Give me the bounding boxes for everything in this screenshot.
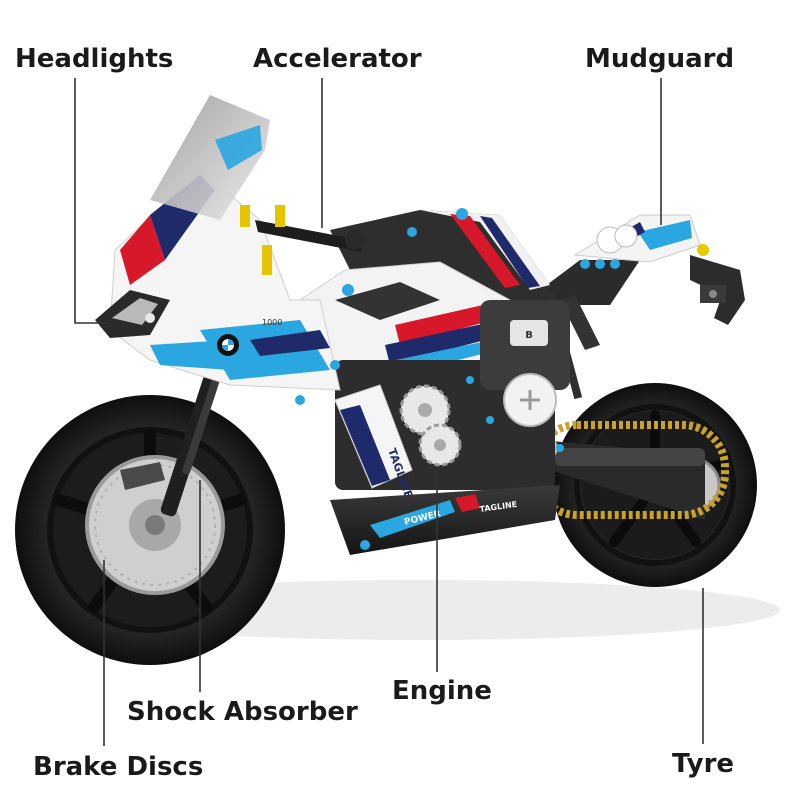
- handlebar: [240, 205, 365, 275]
- front-fairing: 1000: [109, 169, 341, 405]
- fairing-model-number: 1000: [262, 318, 282, 327]
- front-wheel: [15, 395, 285, 665]
- windshield: [150, 95, 270, 220]
- leader-lines: [74, 78, 704, 746]
- tail-section: [573, 214, 709, 269]
- rear-rim: [574, 404, 736, 566]
- label-shock-absorber: Shock Absorber: [127, 697, 358, 727]
- label-accelerator: Accelerator: [253, 44, 422, 74]
- belly-pan: POWER TAGLINE: [330, 485, 560, 555]
- leader-headlights: [74, 78, 110, 324]
- label-brake-discs: Brake Discs: [33, 752, 204, 782]
- label-mudguard: Mudguard: [585, 44, 735, 74]
- svg-text:B: B: [525, 330, 533, 341]
- label-tyre: Tyre: [672, 749, 735, 779]
- label-engine: Engine: [392, 676, 492, 706]
- swingarm: [531, 421, 729, 520]
- headlight-unit: [95, 290, 170, 338]
- label-headlights: Headlights: [15, 44, 174, 74]
- chain: [531, 421, 729, 519]
- mudguard-part: [690, 255, 745, 325]
